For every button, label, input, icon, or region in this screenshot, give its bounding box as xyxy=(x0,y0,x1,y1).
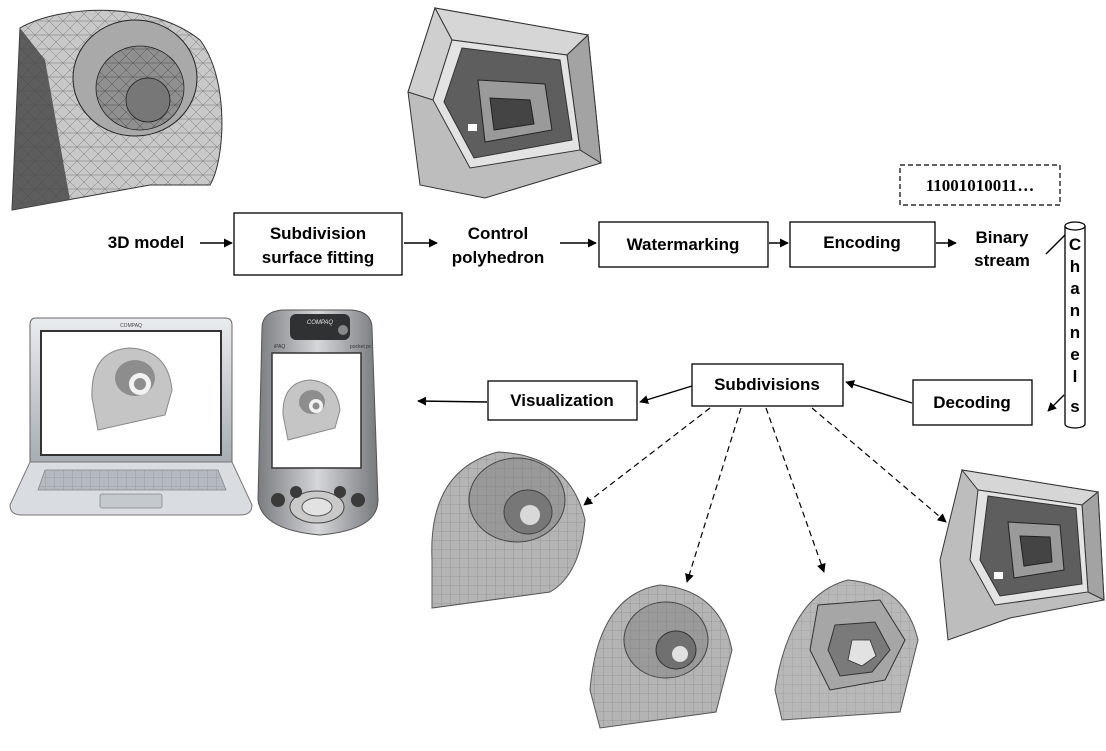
dashed-arrow-to-mesh-level-1 xyxy=(765,407,826,573)
channels-cylinder xyxy=(1064,221,1086,429)
bitstring-box xyxy=(899,164,1061,206)
arrow-channel-to-decoding xyxy=(1047,394,1065,412)
subdivision-mesh-level-2 xyxy=(589,584,733,729)
decoding-label: Decoding xyxy=(933,393,1010,412)
pda-os-label: pocket pc xyxy=(350,344,372,350)
box-decoding xyxy=(912,379,1033,426)
box-encoding xyxy=(789,221,936,268)
channel-letter: C xyxy=(1069,235,1081,254)
channel-letter: s xyxy=(1070,397,1079,416)
original-3d-model-image xyxy=(11,9,223,211)
channel-letter: n xyxy=(1070,323,1080,342)
channel-letter: e xyxy=(1070,345,1079,364)
box-subdivision-surface-fitting xyxy=(233,212,403,276)
fitting-label-line1: Subdivision xyxy=(270,224,366,243)
fitting-label-line2: surface fitting xyxy=(262,248,374,267)
channels-letters: C h a n n e l s xyxy=(1069,235,1081,416)
channel-letter: h xyxy=(1070,257,1080,276)
box-visualization xyxy=(487,380,638,421)
arrow-visualization-to-devices xyxy=(417,396,488,406)
subdivision-mesh-level-0 xyxy=(939,469,1105,641)
channel-letter: l xyxy=(1073,367,1078,386)
node-binary-line1: Binary xyxy=(976,228,1029,247)
box-watermarking xyxy=(598,221,769,268)
subdivision-mesh-level-smooth xyxy=(431,451,586,609)
dashed-arrow-to-smooth-mesh xyxy=(583,407,711,506)
control-polyhedron-image xyxy=(407,6,602,199)
pda-brand-label: COMPAQ xyxy=(307,320,334,326)
node-3d-model: 3D model xyxy=(108,233,185,252)
subdivisions-label: Subdivisions xyxy=(714,375,820,394)
pda-device-image: COMPAQ iPAQ pocket pc xyxy=(257,309,379,536)
arrow-decoding-to-subdivisions xyxy=(845,380,913,404)
box-subdivisions xyxy=(691,363,844,407)
subdivision-mesh-level-1 xyxy=(774,579,919,721)
channel-letter: n xyxy=(1070,301,1080,320)
node-control-line1: Control xyxy=(468,224,528,243)
encoding-label: Encoding xyxy=(823,233,900,252)
arrow-subdivisions-to-visualization xyxy=(639,385,693,404)
node-control-line2: polyhedron xyxy=(452,248,545,267)
dashed-arrow-to-mesh-level-2 xyxy=(685,407,742,583)
pda-model-label: iPAQ xyxy=(274,344,285,350)
bitstring-label: 11001010011… xyxy=(926,176,1035,195)
channel-letter: a xyxy=(1070,279,1080,298)
laptop-device-image: COMPAQ xyxy=(9,317,253,516)
laptop-brand-label: COMPAQ xyxy=(120,323,142,329)
visualization-label: Visualization xyxy=(510,391,614,410)
node-binary-line2: stream xyxy=(974,251,1030,270)
watermarking-label: Watermarking xyxy=(627,235,740,254)
